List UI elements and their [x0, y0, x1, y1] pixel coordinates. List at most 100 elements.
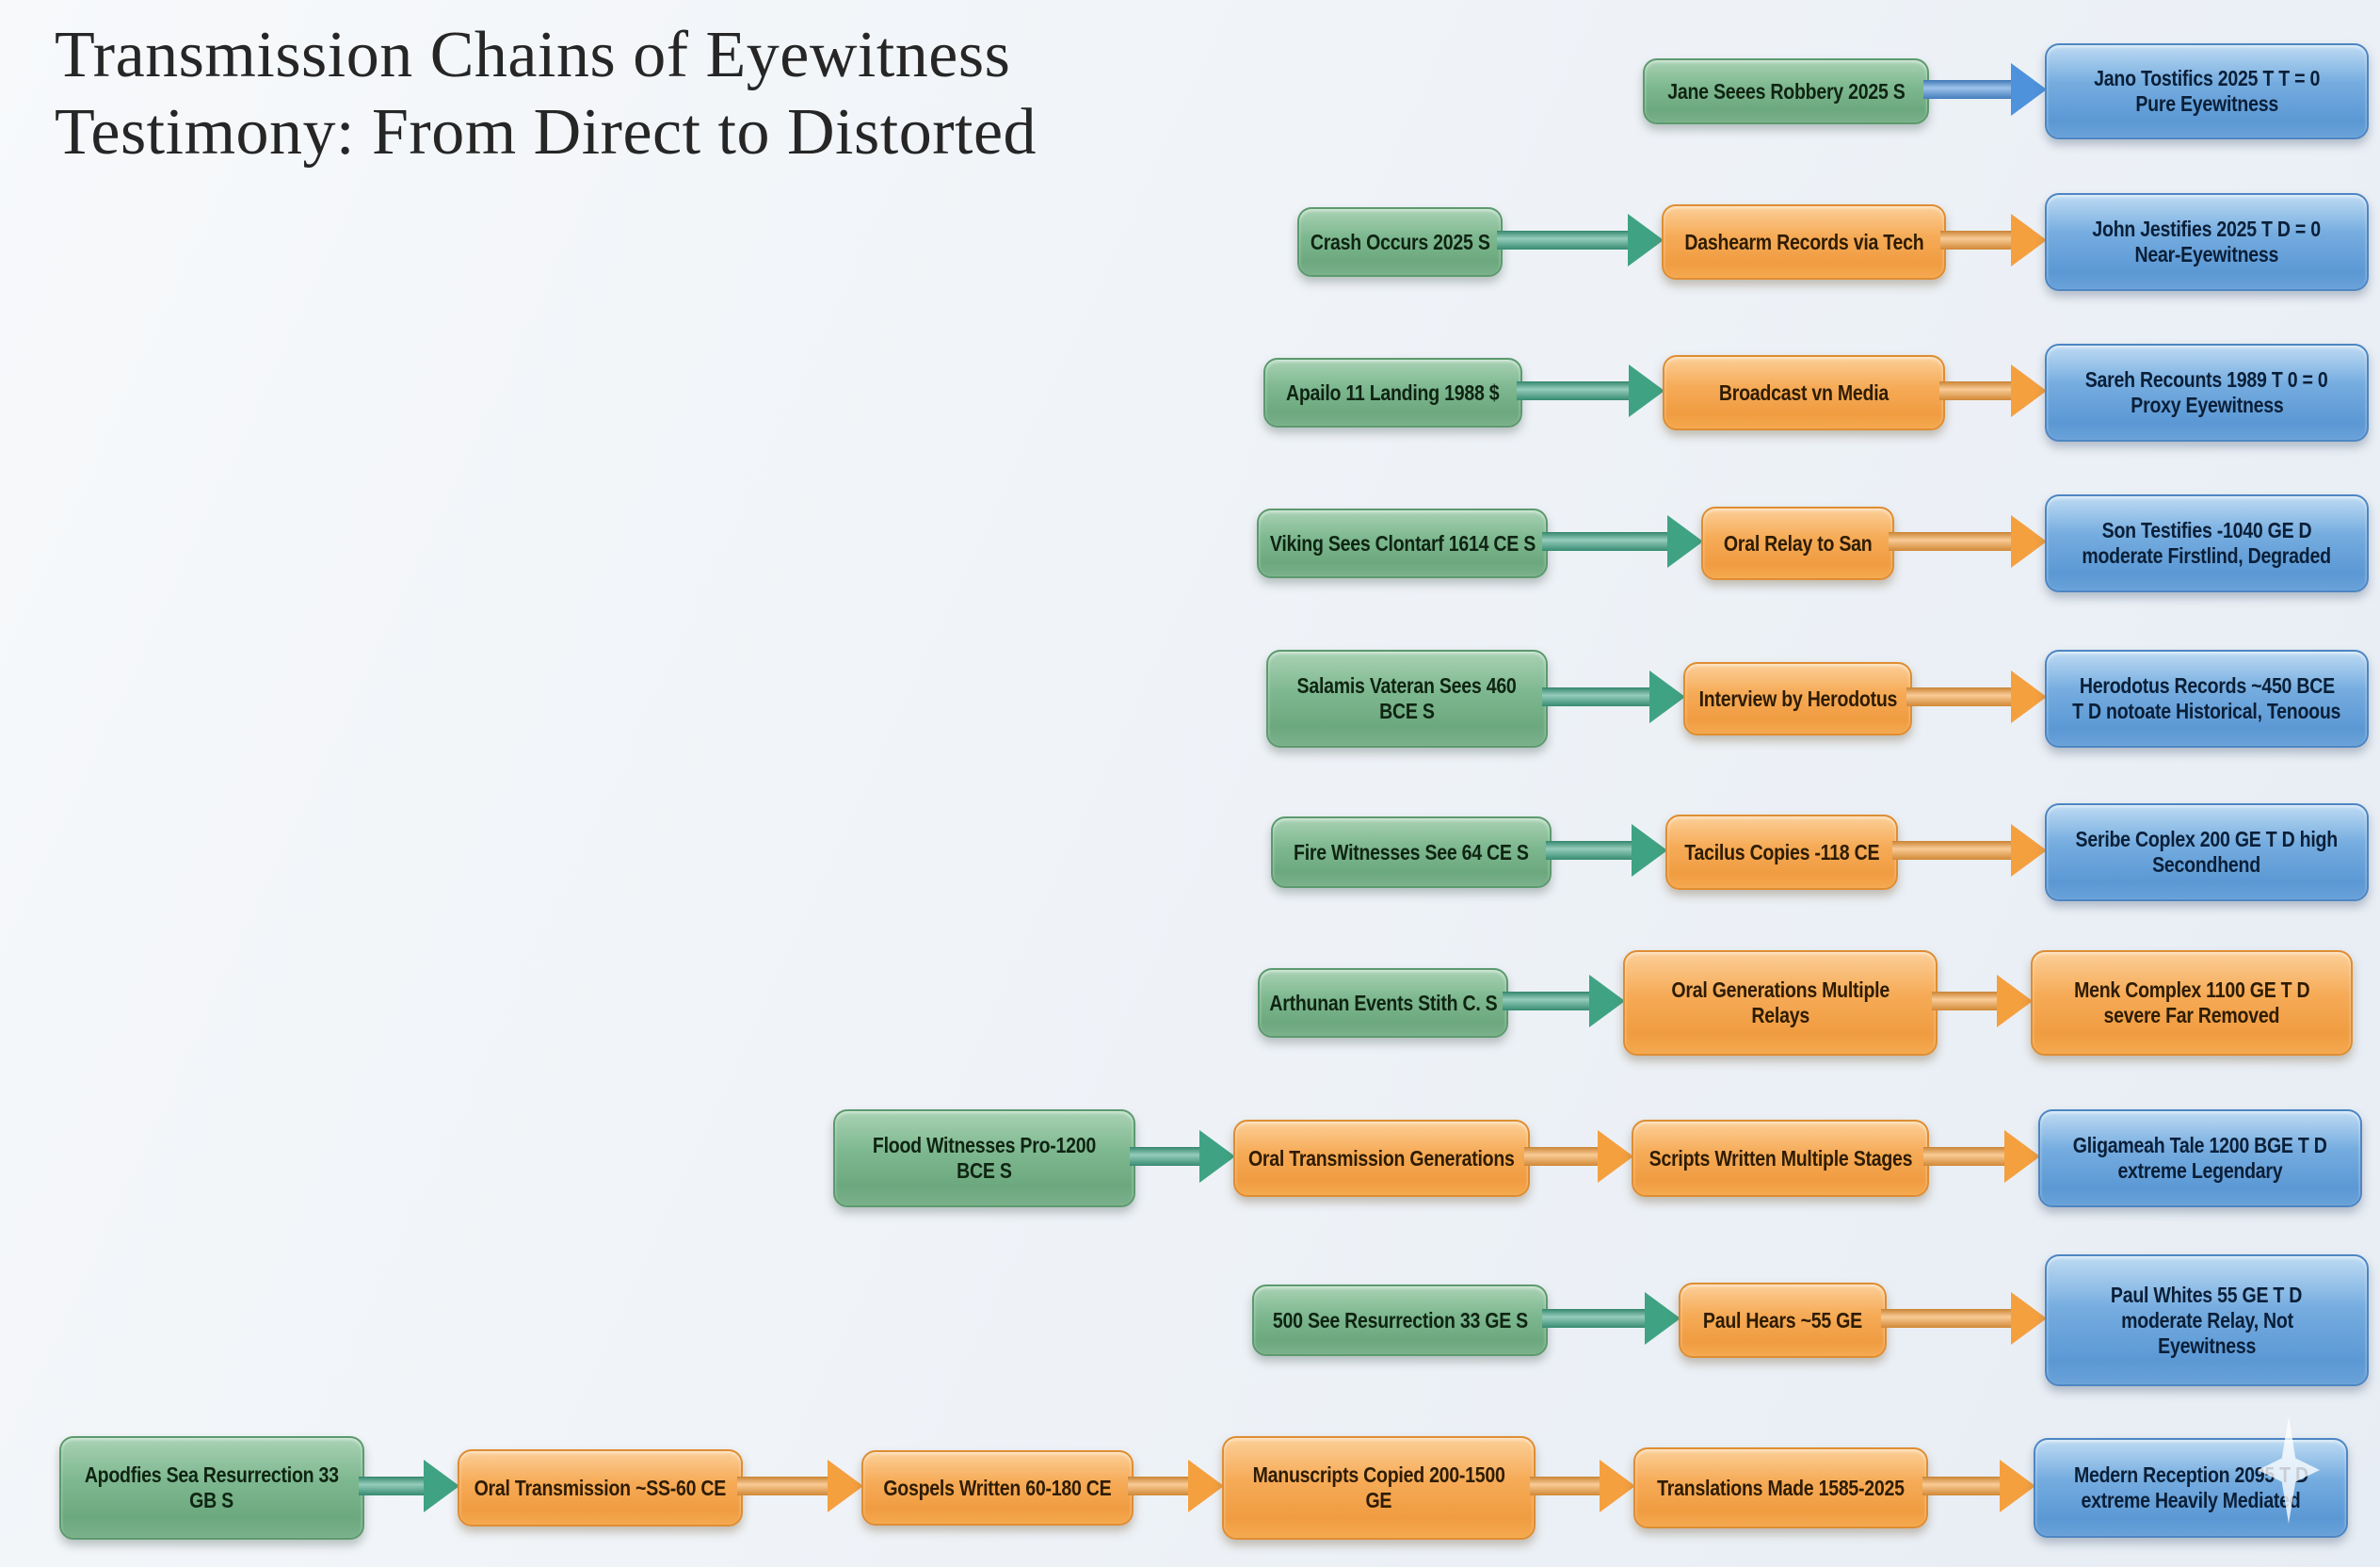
node-label-line: Salamis Vateran Sees 460 — [1296, 673, 1518, 698]
flow-arrow-shaft — [1940, 231, 2013, 250]
flow-arrow-shaft — [1497, 231, 1630, 250]
node-label-line: Relays — [1751, 1003, 1809, 1027]
node-label-line: T D notoate Historical, Tenoous — [2072, 699, 2341, 723]
node-label-line: Jane Seees Robbery 2025 S — [1666, 78, 1906, 104]
transmission-node: Dashearm Records via Tech — [1662, 204, 1946, 280]
flow-arrow-shaft — [359, 1477, 426, 1495]
node-label-line: extreme Heavily Mediated — [2081, 1488, 2301, 1512]
flow-arrow-shaft — [1889, 532, 2013, 551]
flow-arrow-head — [2011, 1292, 2047, 1345]
flow-arrow-head — [424, 1460, 459, 1512]
flow-arrow-head — [1628, 214, 1664, 267]
node-label-line: Apodfies Sea Resurrection 33 — [85, 1462, 339, 1487]
node-label-line: John Jestifies 2025 T D = 0 — [2092, 217, 2322, 241]
flow-arrow-shaft — [1922, 1477, 2002, 1495]
node-label-line: Gligameah Tale 1200 BGE T D — [2073, 1133, 2327, 1157]
node-label-line: Scripts Written Multiple Stages — [1648, 1145, 1912, 1171]
flow-arrow-shaft — [1906, 687, 2013, 706]
event-source-node: Jane Seees Robbery 2025 S — [1643, 58, 1929, 124]
flow-arrow-shaft — [1542, 687, 1651, 706]
flow-arrow-head — [1632, 824, 1667, 877]
flow-arrow-head — [1199, 1130, 1235, 1183]
node-label-line: BCE S — [957, 1158, 1012, 1183]
node-label-line: 500 See Resurrection 33 GE S — [1272, 1307, 1528, 1333]
title-line-2: Testimony: From Direct to Distorted — [55, 96, 1037, 169]
flow-arrow-head — [1645, 1292, 1680, 1345]
node-label-line: Proxy Eyewitness — [2130, 393, 2284, 417]
node-label-line: Herodotus Records ~450 BCE — [2079, 673, 2335, 698]
flow-arrow-head — [2011, 824, 2047, 877]
flow-arrow-shaft — [1530, 1477, 1601, 1495]
flow-arrow-head — [2011, 214, 2047, 267]
node-label-line: Viking Sees Clontarf 1614 CE S — [1269, 530, 1536, 556]
node-label-line: Gospels Written 60-180 CE — [883, 1475, 1112, 1500]
node-label-line: Apailo 11 Landing 1988 $ — [1286, 380, 1500, 405]
node-label-line: Paul Whites 55 GE T D — [2111, 1282, 2303, 1307]
flow-arrow-shaft — [1923, 1147, 2006, 1166]
flow-arrow-shaft — [1923, 80, 2013, 99]
node-label-line: Dashearm Records via Tech — [1683, 229, 1924, 254]
node-label-line: Oral Relay to San — [1723, 530, 1873, 556]
flow-arrow-shaft — [1542, 532, 1669, 551]
flow-arrow-shaft — [1542, 1309, 1647, 1328]
flow-arrow-head — [1598, 1130, 1633, 1183]
node-label-line: Translations Made 1585-2025 — [1657, 1475, 1905, 1500]
node-label-line: Arthunan Events Stith C. S — [1268, 990, 1498, 1015]
node-label-line: GB S — [189, 1488, 234, 1512]
event-source-node: Arthunan Events Stith C. S — [1258, 968, 1508, 1038]
node-label-line: Eyewitness — [2158, 1333, 2256, 1358]
flow-arrow-head — [2011, 63, 2047, 116]
flow-arrow-head — [828, 1460, 863, 1512]
transmission-node: Scripts Written Multiple Stages — [1632, 1120, 1929, 1197]
title-line-1: Transmission Chains of Eyewitness — [55, 19, 1011, 91]
flow-arrow-shaft — [1892, 841, 2013, 860]
flow-arrow-head — [1629, 364, 1664, 417]
transmission-node: Paul Hears ~55 GE — [1679, 1283, 1887, 1358]
node-label-line: severe Far Removed — [2103, 1003, 2280, 1027]
node-label-line: GE — [1365, 1488, 1392, 1512]
node-label-line: Seribe Coplex 200 GE T D high — [2075, 827, 2339, 851]
flow-arrow-head — [1188, 1460, 1224, 1512]
event-source-node: Viking Sees Clontarf 1614 CE S — [1257, 509, 1548, 578]
flow-arrow-shaft — [1503, 992, 1591, 1010]
node-label-line: Fire Witnesses See 64 CE S — [1294, 839, 1529, 864]
node-label-line: Tacilus Copies -118 CE — [1684, 839, 1880, 864]
event-source-node: Fire Witnesses See 64 CE S — [1271, 816, 1552, 888]
flow-arrow-head — [1997, 975, 2033, 1027]
flow-arrow-shaft — [1939, 381, 2013, 400]
node-label-line: Near-Eyewitness — [2134, 242, 2279, 267]
transmission-node: Gospels Written 60-180 CE — [861, 1450, 1134, 1526]
flow-arrow-head — [1600, 1460, 1635, 1512]
node-label-line: Oral Transmission ~SS-60 CE — [474, 1475, 727, 1500]
event-source-node: Apailo 11 Landing 1988 $ — [1263, 358, 1522, 428]
event-source-node: 500 See Resurrection 33 GE S — [1252, 1284, 1548, 1356]
flow-arrow-head — [2011, 515, 2047, 568]
node-label-line: Oral Transmission Generations — [1248, 1145, 1515, 1171]
transmission-node: Interview by Herodotus — [1683, 662, 1912, 735]
transmission-node: Oral Relay to San — [1701, 507, 1894, 580]
node-label-line: Secondhend — [2152, 852, 2261, 877]
flow-arrow-shaft — [1524, 1147, 1600, 1166]
node-label-line: Paul Hears ~55 GE — [1702, 1307, 1862, 1333]
node-label-line: Menk Complex 1100 GE T D — [2073, 977, 2310, 1002]
node-label-line: Broadcast vn Media — [1718, 380, 1890, 405]
flow-arrow-head — [2011, 670, 2047, 723]
flow-arrow-head — [1589, 975, 1625, 1027]
event-source-node: Crash Occurs 2025 S — [1297, 207, 1503, 277]
node-label-line: Jano Tostifics 2025 T T = 0 — [2094, 66, 2320, 90]
node-label-line: Pure Eyewitness — [2135, 91, 2278, 116]
node-label-line: Crash Occurs 2025 S — [1310, 229, 1490, 254]
node-label-line: extreme Legendary — [2117, 1158, 2283, 1183]
